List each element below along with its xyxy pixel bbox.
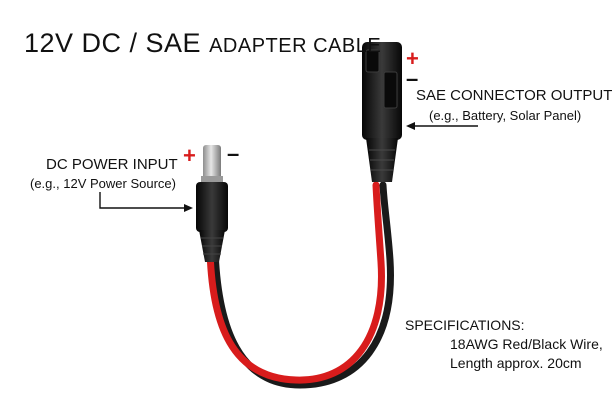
black-wire	[211, 181, 394, 389]
dc-input-label: DC POWER INPUT	[46, 156, 178, 173]
sae-plus-sign: +	[406, 46, 419, 71]
title-main: 12V DC / SAE	[24, 28, 202, 58]
page-title: 12V DC / SAE ADAPTER CABLE	[24, 28, 381, 61]
red-wire	[206, 181, 385, 384]
dc-plus-sign: +	[183, 143, 196, 168]
dc-plug-body	[196, 182, 228, 232]
dc-input-example: (e.g., 12V Power Source)	[30, 176, 176, 191]
sae-output-arrow	[406, 122, 478, 130]
dc-barrel-plug	[196, 145, 228, 262]
specifications-line-length: Length approx. 20cm	[450, 355, 582, 371]
dc-input-arrow	[99, 192, 193, 212]
specifications-heading: SPECIFICATIONS:	[405, 317, 525, 333]
dc-plug-metal-tip	[203, 145, 221, 181]
sae-output-example: (e.g., Battery, Solar Panel)	[429, 108, 582, 123]
sae-output-label: SAE CONNECTOR OUTPUT	[416, 87, 612, 104]
wire-pair	[206, 181, 394, 389]
sae-connector	[362, 42, 402, 182]
dc-minus-sign: –	[227, 141, 240, 166]
specifications-line-wire: 18AWG Red/Black Wire,	[450, 336, 603, 352]
sae-minus-sign: –	[406, 66, 419, 91]
title-rest: ADAPTER CABLE	[209, 35, 382, 57]
